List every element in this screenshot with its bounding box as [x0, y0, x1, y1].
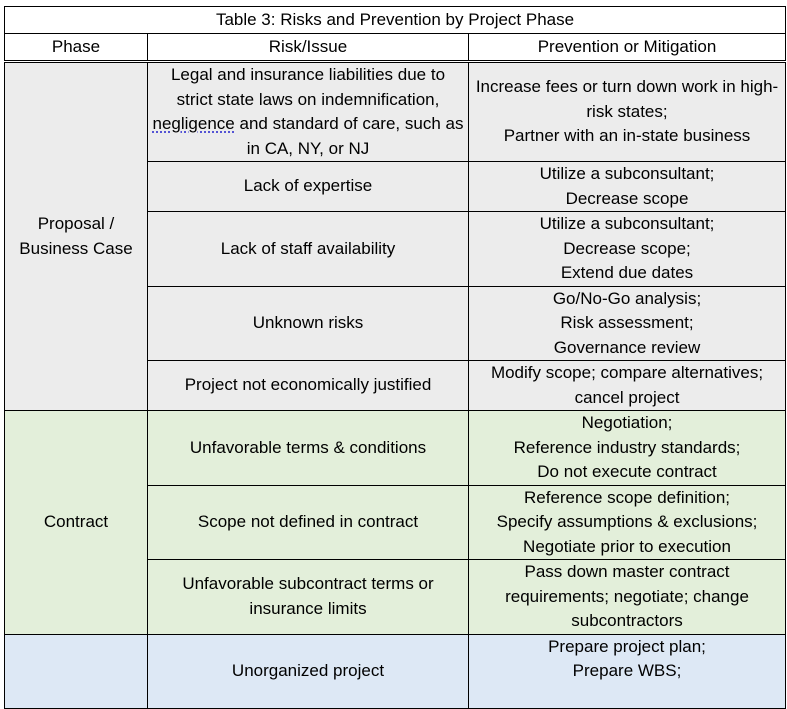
risk-cell: Lack of expertise — [147, 161, 469, 212]
risks-table: Table 3: Risks and Prevention by Project… — [3, 6, 787, 709]
table-row: Contract Unfavorable terms & conditions … — [4, 410, 787, 635]
prevention-cell: Reference scope definition;Specify assum… — [467, 484, 787, 560]
risk-cell: Lack of staff availability — [147, 211, 469, 287]
header-prevention: Prevention or Mitigation — [467, 33, 787, 63]
table-row: Lack of expertise Utilize a subconsultan… — [5, 161, 787, 212]
risk-cell: Unfavorable terms & conditions — [147, 410, 469, 486]
risk-cell: Scope not defined in contract — [147, 484, 469, 560]
phase-cell — [4, 633, 148, 709]
spellcheck-word: negligence — [152, 114, 235, 133]
prevention-cell: Pass down master contract requirements; … — [467, 559, 787, 635]
table-row: Lack of staff availability Utilize a sub… — [5, 211, 787, 287]
header-phase: Phase — [4, 33, 148, 63]
phase-cell: Contract — [4, 410, 148, 635]
prevention-cell: Negotiation;Reference industry standards… — [467, 410, 787, 486]
prevention-cell: Modify scope; compare alternatives; canc… — [467, 360, 787, 411]
prevention-cell: Utilize a subconsultant;Decrease scope;E… — [467, 211, 787, 287]
table-row: Unorganized project Prepare project plan… — [4, 633, 787, 709]
table-row: Unfavorable subcontract terms or insuran… — [5, 559, 787, 635]
prevention-cell: Increase fees or turn down work in high-… — [467, 61, 787, 162]
table-row: Unknown risks Go/No-Go analysis;Risk ass… — [5, 285, 787, 361]
table-row: Project not economically justified Modif… — [5, 360, 787, 411]
risk-cell: Unknown risks — [147, 285, 469, 361]
table-row: Proposal / Business Case Legal and insur… — [4, 61, 787, 411]
header-risk: Risk/Issue — [147, 33, 469, 63]
risk-cell: Legal and insurance liabilities due to s… — [147, 61, 469, 162]
risk-cell: Project not economically justified — [147, 360, 469, 411]
risk-cell: Unfavorable subcontract terms or insuran… — [147, 559, 469, 635]
prevention-cell: Go/No-Go analysis;Risk assessment;Govern… — [467, 285, 787, 361]
prevention-cell: Utilize a subconsultant;Decrease scope — [467, 161, 787, 212]
phase-cell: Proposal / Business Case — [4, 61, 148, 411]
risk-cell: Unorganized project — [147, 633, 469, 709]
table-row: Scope not defined in contract Reference … — [5, 484, 787, 560]
table-title: Table 3: Risks and Prevention by Project… — [3, 6, 787, 34]
prevention-cell: Prepare project plan;Prepare WBS; — [467, 633, 787, 709]
